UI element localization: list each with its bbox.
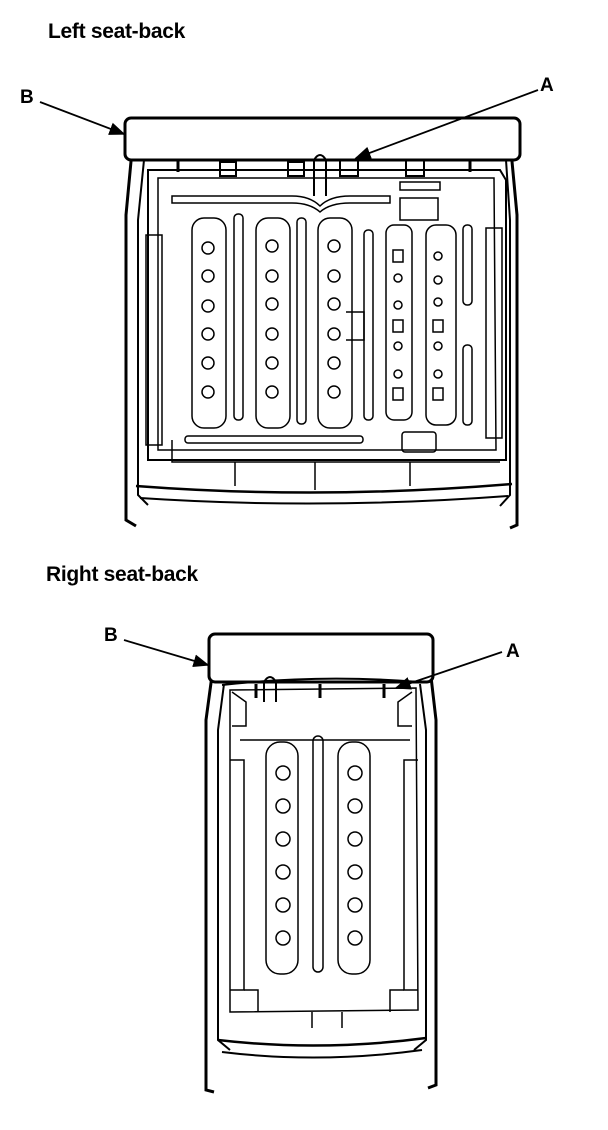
right-leader-a bbox=[394, 651, 503, 690]
right-seat-back-frame bbox=[204, 667, 438, 1094]
left-callout-a-label: A bbox=[540, 75, 554, 96]
right-slot-panels bbox=[265, 735, 371, 975]
left-callout-b-label: B bbox=[20, 87, 34, 108]
left-seat-cover-top-b bbox=[123, 116, 522, 162]
right-holes bbox=[275, 765, 363, 946]
right-leader-b bbox=[123, 639, 210, 668]
left-leader-b bbox=[39, 101, 126, 135]
right-callout-a-label: A bbox=[506, 641, 520, 662]
right-callout-b-label: B bbox=[104, 625, 118, 646]
right-seat-back-title: Right seat-back bbox=[46, 563, 198, 586]
left-leader-a bbox=[354, 89, 539, 159]
left-seat-back-frame bbox=[124, 139, 519, 530]
right-seat-cover-top-b bbox=[207, 632, 435, 684]
left-clips-a bbox=[176, 154, 472, 221]
left-seat-back-title: Left seat-back bbox=[48, 20, 186, 43]
left-holes bbox=[201, 239, 444, 401]
left-slot-panels bbox=[184, 213, 473, 453]
